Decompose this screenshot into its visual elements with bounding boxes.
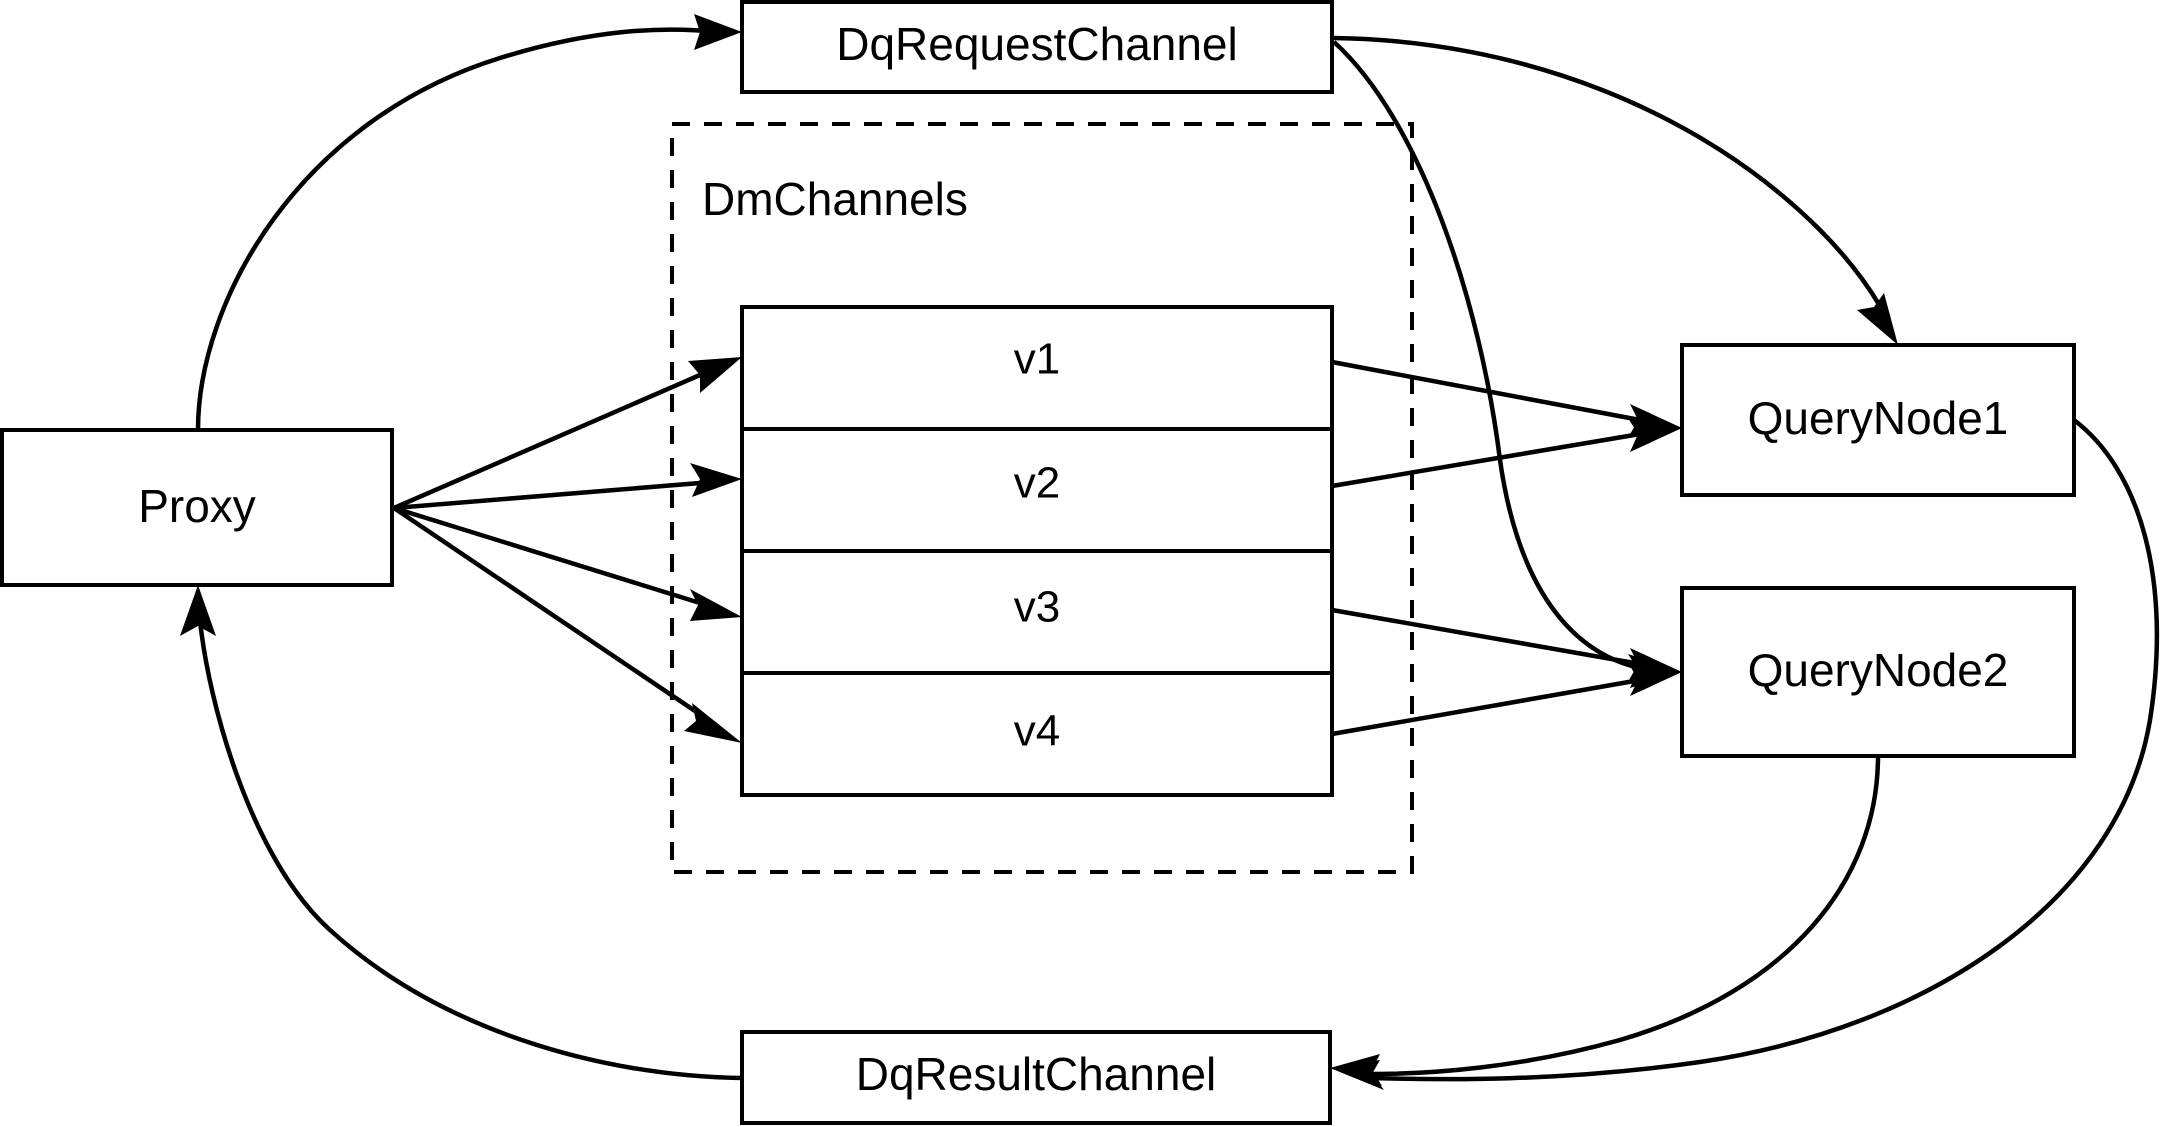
edge-path — [197, 619, 743, 1081]
edge-dq-request-channel-to-query-node-2 — [1332, 40, 1682, 688]
channel-row-label: v4 — [1014, 707, 1060, 756]
channel-row-label: v3 — [1014, 583, 1060, 632]
edge-proxy-to-v3 — [393, 505, 742, 621]
node-dq-result-channel-box — [740, 1030, 1332, 1125]
edge-path — [1331, 607, 1641, 667]
arrow-head — [684, 703, 742, 743]
edge-path — [1331, 359, 1641, 423]
edge-path — [1331, 431, 1641, 489]
node-query-node-2[interactable]: QueryNode2 — [1680, 586, 2076, 758]
channel-row-label: v1 — [1014, 335, 1060, 384]
edge-path — [393, 372, 701, 511]
edge-query-node-1-to-dq-result-channel — [1330, 418, 2160, 1090]
channel-row-v4[interactable]: v4 — [1014, 707, 1060, 756]
arrow-head — [690, 589, 742, 621]
channel-list: v1 v2 v3 v4 — [740, 305, 1334, 797]
edge-path — [393, 480, 701, 511]
edge-v2-to-query-node-1 — [1331, 418, 1682, 489]
node-proxy-box — [0, 428, 394, 587]
node-dq-result-channel-label: DqResultChannel — [856, 1048, 1217, 1100]
edge-path — [393, 505, 701, 606]
edge-path — [1371, 755, 1881, 1077]
edge-v1-to-query-node-1 — [1331, 359, 1682, 438]
node-proxy-label: Proxy — [138, 480, 256, 532]
arrow-head — [688, 357, 742, 393]
edge-proxy-to-v1 — [393, 357, 742, 511]
node-dq-result-channel[interactable]: DqResultChannel — [740, 1030, 1332, 1125]
node-query-node-2-label: QueryNode2 — [1748, 644, 2009, 696]
edge-path — [1331, 35, 1882, 308]
node-proxy[interactable]: Proxy — [0, 428, 394, 587]
edge-proxy-to-v2 — [393, 463, 742, 511]
arrow-head — [1857, 293, 1898, 345]
arrow-head — [1628, 418, 1682, 452]
edge-path — [195, 27, 719, 431]
arrow-head — [180, 585, 216, 636]
channel-row-v3[interactable]: v3 — [1014, 583, 1060, 632]
node-dq-request-channel-box — [740, 0, 1334, 94]
edge-path — [1332, 40, 1641, 671]
channel-row-v2[interactable]: v2 — [1014, 459, 1060, 508]
channel-row-v1[interactable]: v1 — [1014, 335, 1060, 384]
node-query-node-1-box — [1680, 343, 2076, 497]
edge-dq-request-channel-to-query-node-1 — [1331, 35, 1898, 345]
edge-proxy-to-v4 — [392, 506, 742, 743]
edge-proxy-to-dq-request-channel — [195, 14, 742, 431]
dm-channels-group: DmChannels — [670, 122, 1414, 874]
edge-path — [1371, 418, 2160, 1082]
edge-v3-to-query-node-2 — [1331, 607, 1682, 682]
dm-channels-label: DmChannels — [702, 173, 968, 225]
arrow-head — [1628, 654, 1682, 688]
arrow-head — [694, 14, 742, 50]
channel-row-label: v2 — [1014, 459, 1060, 508]
node-dq-request-channel[interactable]: DqRequestChannel — [740, 0, 1334, 94]
node-query-node-1[interactable]: QueryNode1 — [1680, 343, 2076, 497]
node-query-node-2-box — [1680, 586, 2076, 758]
edge-path — [1331, 677, 1641, 737]
node-query-node-1-label: QueryNode1 — [1748, 392, 2009, 444]
edge-dq-result-channel-to-proxy — [180, 585, 743, 1081]
arrow-head — [1330, 1060, 1384, 1090]
dm-channels-border — [670, 122, 1414, 874]
edge-path — [392, 506, 700, 715]
arrow-head — [690, 463, 742, 497]
node-dq-request-channel-label: DqRequestChannel — [836, 18, 1238, 70]
edge-v4-to-query-node-2 — [1331, 662, 1682, 737]
